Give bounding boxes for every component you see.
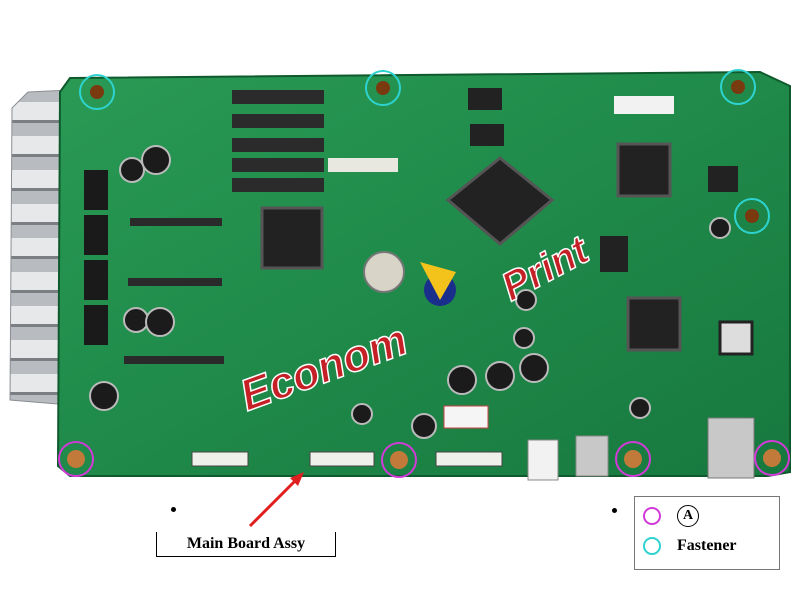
a-screws	[67, 449, 781, 469]
legend-a-symbol: A	[677, 505, 699, 527]
fastener-rings	[79, 69, 770, 234]
a-screw-rings	[58, 440, 790, 478]
magenta-ring-icon	[643, 507, 661, 525]
fastener-screws	[90, 80, 759, 223]
cyan-ring-icon	[643, 537, 661, 555]
legend-box: A Fastener	[634, 496, 780, 570]
legend-row-a: A	[643, 503, 699, 529]
bottom-connectors	[191, 405, 755, 481]
dot-marker-left	[171, 507, 176, 512]
ic-chips	[260, 88, 754, 356]
pin-headers	[124, 218, 224, 364]
main-board-assy-label: Main Board Assy	[156, 532, 336, 557]
ffc-connectors	[232, 90, 398, 192]
capacitors	[89, 145, 731, 439]
legend-fastener-label: Fastener	[677, 537, 737, 554]
dot-marker-right	[612, 508, 617, 513]
coin-battery	[363, 251, 405, 293]
pcb-board	[56, 70, 791, 477]
left-connectors	[84, 170, 108, 345]
legend-row-fastener: Fastener	[643, 533, 737, 559]
callout-arrow	[248, 472, 304, 528]
